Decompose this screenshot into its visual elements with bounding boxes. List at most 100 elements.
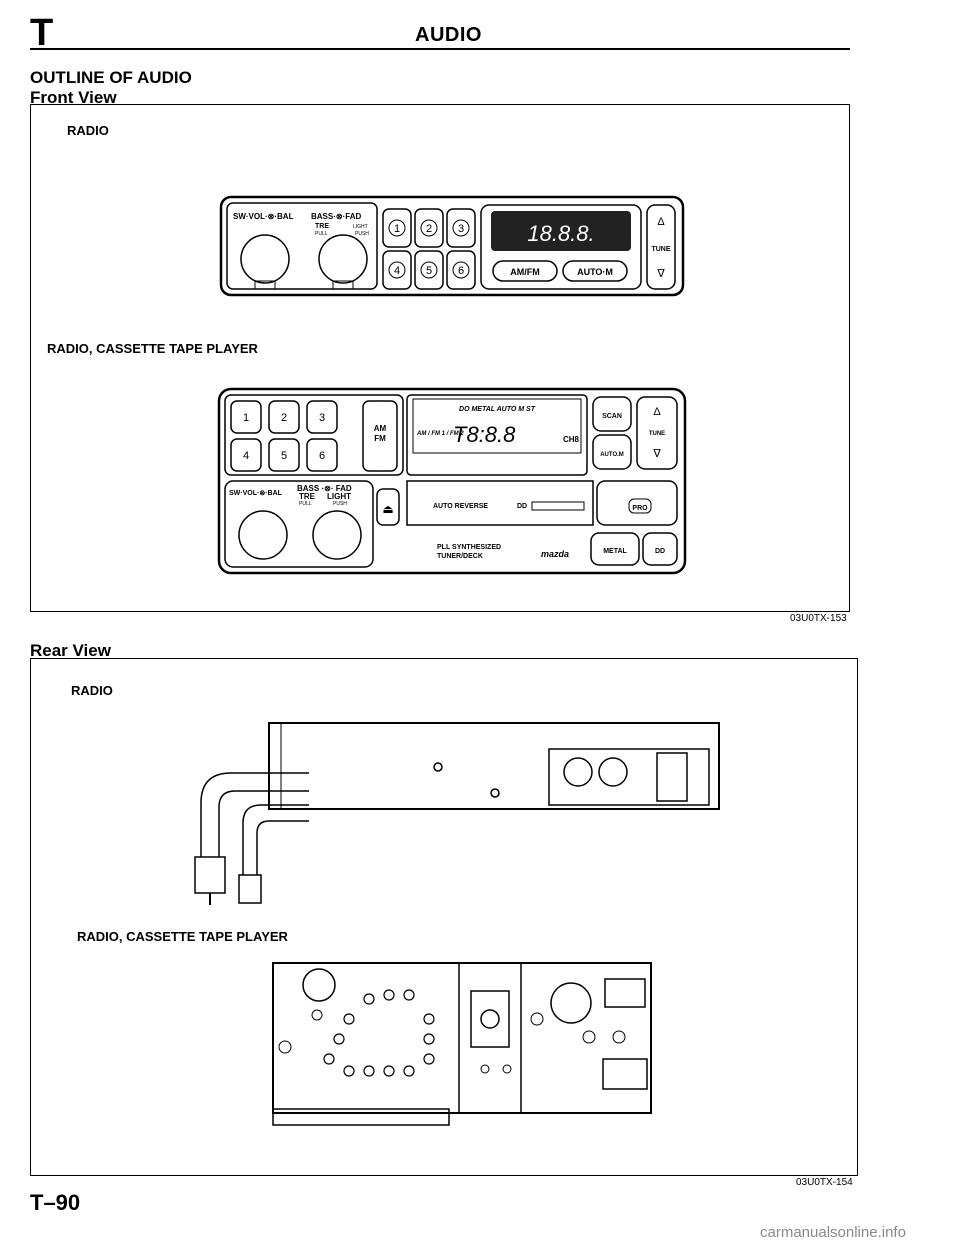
svg-text:AM / FM 1 / FM 2: AM / FM 1 / FM 2 bbox=[416, 431, 464, 437]
svg-text:FM: FM bbox=[374, 434, 386, 443]
outline-title: OUTLINE OF AUDIO bbox=[30, 68, 192, 87]
radio-tre: TRE bbox=[315, 223, 329, 230]
front-cassette-label: RADIO, CASSETTE TAPE PLAYER bbox=[47, 341, 258, 356]
front-view-title: Front View bbox=[30, 88, 117, 107]
cassette-bass-knob bbox=[312, 510, 362, 560]
rear-view-title: Rear View bbox=[30, 641, 111, 660]
radio-light: LIGHT bbox=[353, 224, 368, 230]
brand-logo: mazda bbox=[541, 549, 569, 559]
svg-text:T8:8.8: T8:8.8 bbox=[453, 422, 516, 447]
cassette-preset-5: 5 bbox=[281, 450, 287, 462]
cassette-tape-slot bbox=[406, 480, 594, 526]
cassette-preset-6: 6 bbox=[319, 450, 325, 462]
front-radio-label: RADIO bbox=[67, 123, 109, 138]
rear-harness-connector bbox=[656, 752, 688, 802]
radio-display-digits: 18.8.8. bbox=[527, 221, 594, 246]
radio-push: PUSH bbox=[355, 231, 369, 237]
svg-text:⏏: ⏏ bbox=[382, 502, 393, 516]
cassette-scan-button bbox=[592, 396, 632, 432]
svg-text:DO METAL AUTO M ST: DO METAL AUTO M ST bbox=[459, 406, 536, 413]
page-title: AUDIO bbox=[415, 24, 482, 46]
svg-text:∇: ∇ bbox=[656, 268, 665, 280]
cassette-pro-button bbox=[628, 498, 652, 514]
cassette-dd-button bbox=[642, 532, 678, 566]
rear-din-connector-1 bbox=[563, 757, 593, 787]
svg-text:DD: DD bbox=[655, 548, 665, 555]
section-letter: T bbox=[30, 12, 54, 54]
cassette-volume-knob bbox=[238, 510, 288, 560]
cassette-tune-button bbox=[636, 396, 678, 470]
page-number: T–90 bbox=[30, 1190, 81, 1215]
radio-knob-label-right: BASS·⊗·FAD bbox=[311, 212, 361, 221]
rear-view-panel: RADIO RADIO, CASSETTE TAPE PLAYER bbox=[30, 658, 858, 1176]
rear-harness-connector-top bbox=[604, 978, 646, 1008]
cassette-preset-3: 3 bbox=[319, 412, 325, 424]
header-rule bbox=[30, 48, 850, 50]
svg-text:AUTO.M: AUTO.M bbox=[600, 452, 624, 458]
antenna-plug bbox=[194, 856, 226, 894]
radio-pull: PULL bbox=[315, 231, 328, 237]
cassette-autom-button bbox=[592, 434, 632, 470]
rear-din-connector-2 bbox=[598, 757, 628, 787]
svg-text:CH8: CH8 bbox=[563, 435, 580, 444]
radio-rear-illustration bbox=[194, 722, 720, 905]
svg-text:TUNE: TUNE bbox=[651, 246, 670, 253]
radio-preset-5: 5 bbox=[426, 265, 432, 277]
cassette-front-illustration: 1 2 3 4 5 6 AM FM DO METAL AUTO M ST AM … bbox=[217, 387, 687, 575]
radio-amfm-button bbox=[492, 260, 558, 282]
radio-autom-button bbox=[562, 260, 628, 282]
cassette-preset-buttons: 1 2 3 4 5 6 bbox=[230, 400, 338, 472]
radio-bass-knob bbox=[318, 234, 368, 284]
radio-knob-label-left: SW·VOL·⊗·BAL bbox=[233, 212, 294, 221]
cassette-metal-button bbox=[590, 532, 640, 566]
svg-text:AM/FM: AM/FM bbox=[510, 267, 540, 277]
svg-text:PULL: PULL bbox=[299, 501, 312, 507]
cassette-amfm-button bbox=[362, 400, 398, 472]
front-view-panel: RADIO RADIO, CASSETTE TAPE PLAYER SW·VOL… bbox=[30, 104, 850, 612]
radio-preset-1: 1 bbox=[394, 223, 400, 235]
cassette-preset-4: 4 bbox=[243, 450, 249, 462]
radio-preset-6: 6 bbox=[458, 265, 464, 277]
antenna-cable bbox=[200, 772, 309, 857]
cassette-rear-illustration bbox=[272, 962, 652, 1126]
rear-harness-connector-bottom bbox=[602, 1058, 648, 1090]
cassette-display bbox=[412, 398, 582, 454]
svg-text:TUNER/DECK: TUNER/DECK bbox=[437, 553, 483, 560]
rear-vent-holes bbox=[323, 989, 435, 1077]
radio-preset-2: 2 bbox=[426, 223, 432, 235]
svg-text:SW·VOL·⊗·BAL: SW·VOL·⊗·BAL bbox=[229, 490, 283, 497]
rear-radio-label: RADIO bbox=[71, 683, 113, 698]
svg-text:PUSH: PUSH bbox=[333, 501, 347, 507]
svg-text:AUTO·M: AUTO·M bbox=[577, 267, 613, 277]
svg-text:TUNE: TUNE bbox=[649, 431, 665, 437]
svg-text:SCAN: SCAN bbox=[602, 413, 622, 420]
radio-tune-button bbox=[646, 204, 676, 290]
svg-text:∇: ∇ bbox=[652, 448, 661, 460]
svg-text:METAL: METAL bbox=[603, 548, 627, 555]
watermark: carmanualsonline.info bbox=[760, 1224, 906, 1241]
radio-preset-4: 4 bbox=[394, 265, 400, 277]
svg-text:TRE: TRE bbox=[299, 492, 316, 501]
svg-text:AM: AM bbox=[374, 424, 387, 433]
rear-cassette-label: RADIO, CASSETTE TAPE PLAYER bbox=[77, 929, 288, 944]
radio-front-illustration: SW·VOL·⊗·BAL BASS·⊗·FAD TRE PULL LIGHT P… bbox=[219, 195, 685, 297]
svg-text:PRO: PRO bbox=[632, 505, 648, 512]
svg-text:LIGHT: LIGHT bbox=[327, 492, 351, 501]
radio-preset-3: 3 bbox=[458, 223, 464, 235]
front-figure-code: 03U0TX-153 bbox=[790, 613, 847, 624]
radio-preset-buttons: 1 2 3 4 5 6 bbox=[382, 208, 476, 290]
svg-text:AUTO REVERSE: AUTO REVERSE bbox=[433, 503, 488, 510]
cassette-preset-2: 2 bbox=[281, 412, 287, 424]
rear-din-connector bbox=[550, 982, 592, 1024]
cassette-preset-1: 1 bbox=[243, 412, 249, 424]
rear-figure-code: 03U0TX-154 bbox=[796, 1177, 853, 1188]
svg-text:PLL SYNTHESIZED: PLL SYNTHESIZED bbox=[437, 544, 501, 551]
rear-antenna-jack bbox=[470, 990, 510, 1048]
svg-text:BASS ·⊗· FAD: BASS ·⊗· FAD bbox=[297, 484, 352, 493]
radio-volume-knob bbox=[240, 234, 290, 284]
svg-text:DD: DD bbox=[517, 503, 527, 510]
radio-display bbox=[491, 211, 631, 251]
cassette-eject-button bbox=[376, 488, 400, 526]
svg-text:Δ: Δ bbox=[653, 406, 661, 418]
svg-text:Δ: Δ bbox=[657, 216, 665, 228]
